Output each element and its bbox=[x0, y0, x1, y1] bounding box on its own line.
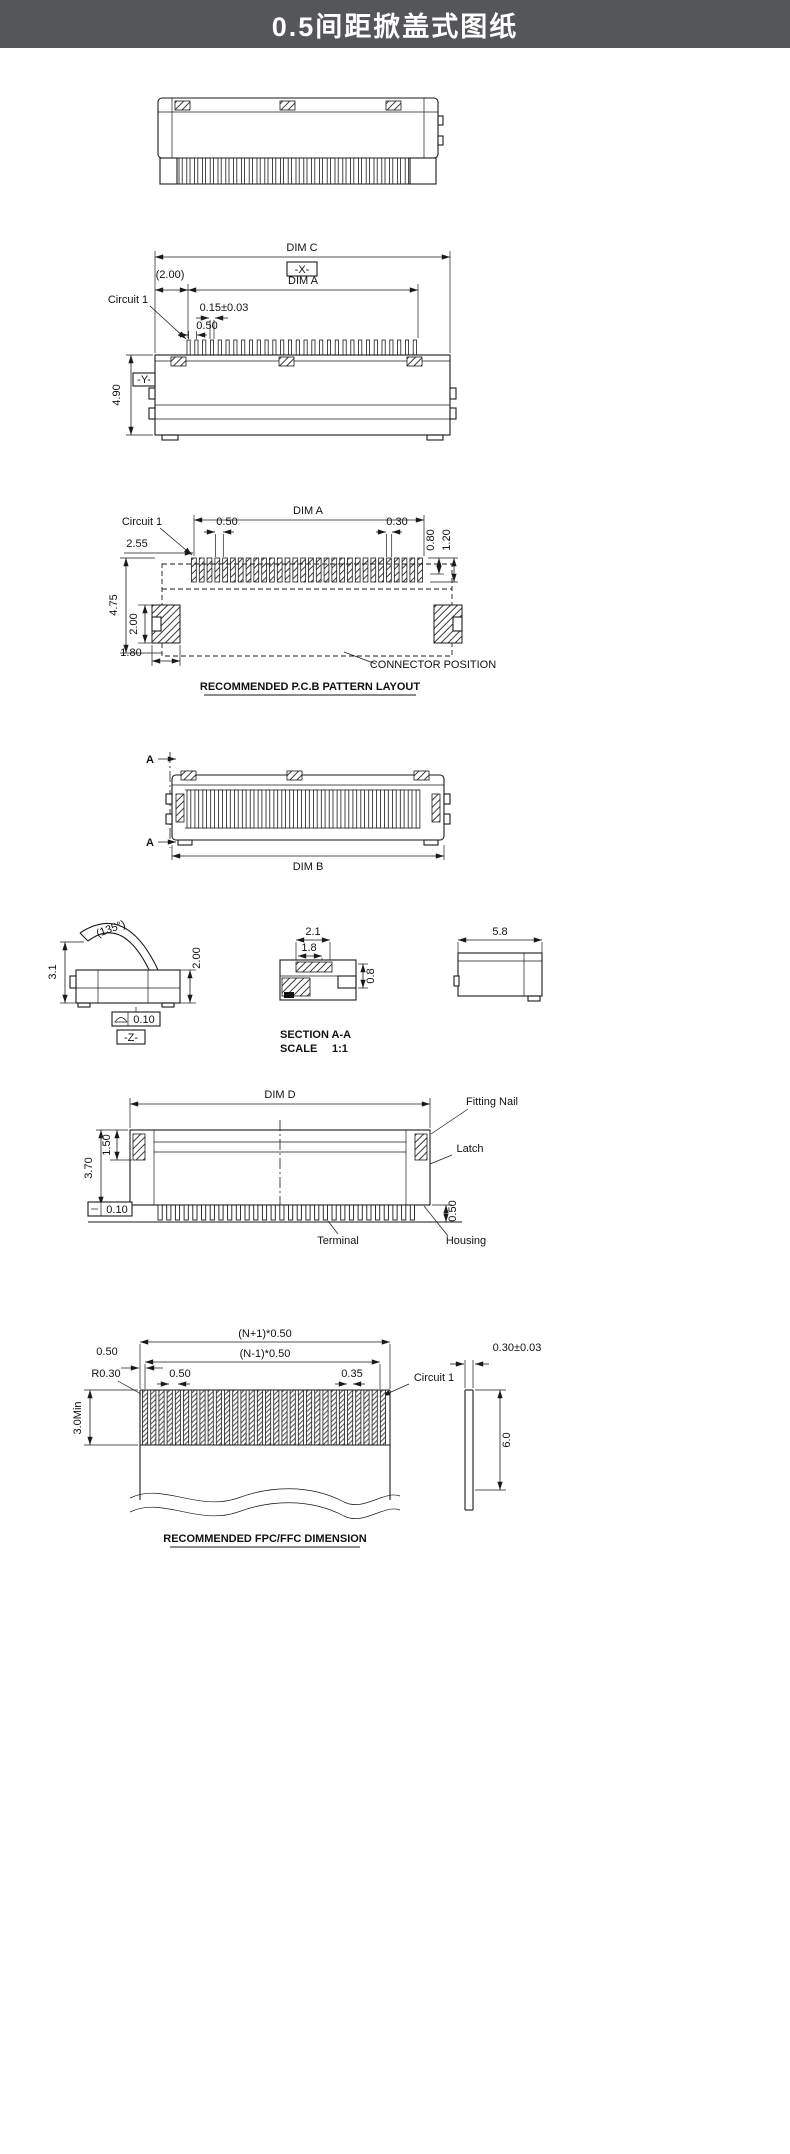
solder-tab-icon bbox=[385, 100, 402, 111]
flatness-label: 0.10 bbox=[133, 1014, 154, 1026]
pcb-caption: RECOMMENDED P.C.B PATTERN LAYOUT bbox=[200, 681, 421, 693]
housing-label: Housing bbox=[446, 1235, 486, 1247]
view-perspective bbox=[157, 97, 444, 185]
conductor-span-label: (N-1)*0.50 bbox=[240, 1348, 291, 1360]
solder-tab-icon bbox=[180, 770, 197, 781]
slot-inner-label: 1.8 bbox=[301, 942, 316, 954]
solder-tab-icon bbox=[170, 356, 187, 367]
terminal-label: Terminal bbox=[317, 1235, 359, 1247]
depth-label: 4.75 bbox=[108, 594, 120, 615]
height-label: 3.70 bbox=[83, 1157, 95, 1178]
title-bar: 0.5间距掀盖式图纸 bbox=[0, 0, 790, 48]
section-a-bottom-label: A bbox=[146, 837, 154, 849]
dim-c-label: DIM C bbox=[286, 242, 317, 254]
solder-tab-icon bbox=[278, 356, 295, 367]
dim-a-label: DIM A bbox=[293, 505, 324, 517]
flatness-symbol-icon bbox=[114, 1017, 128, 1023]
y-datum-label: -Y- bbox=[137, 374, 151, 386]
view-top-dimensioned: DIM C -X- DIM A (2.00) Circuit 1 0.15±0.… bbox=[108, 242, 457, 441]
view-fpc-dimension: (N+1)*0.50 (N-1)*0.50 0.50 R0.30 0.50 0.… bbox=[72, 1328, 542, 1548]
scale-value: 1:1 bbox=[332, 1043, 348, 1055]
fpc-pitch-label: 0.50 bbox=[169, 1368, 190, 1380]
terminal-row bbox=[157, 1204, 415, 1221]
circuit1-label: Circuit 1 bbox=[108, 294, 148, 306]
corner-radius-label: R0.30 bbox=[91, 1368, 120, 1380]
connector-outline bbox=[161, 563, 453, 657]
pad-back-label: 0.80 bbox=[425, 529, 437, 550]
x-datum-label: -X- bbox=[295, 264, 310, 276]
pad-row bbox=[191, 557, 423, 583]
technical-drawing: DIM C -X- DIM A (2.00) Circuit 1 0.15±0.… bbox=[47, 97, 543, 1548]
overall-width-label: (N+1)*0.50 bbox=[238, 1328, 292, 1340]
side-pad-width-label: 1.80 bbox=[120, 647, 141, 659]
open-height-label: 3.1 bbox=[47, 964, 59, 979]
stiffener-length-label: 6.0 bbox=[501, 1432, 513, 1447]
slot-height-label: 0.8 bbox=[365, 968, 377, 983]
end-detail bbox=[175, 793, 185, 823]
solder-tab-icon bbox=[413, 770, 430, 781]
body-depth-label: 5.8 bbox=[492, 926, 507, 938]
coplanarity-label: 0.10 bbox=[106, 1204, 127, 1216]
section-a-top-label: A bbox=[146, 754, 154, 766]
pitch-label: 0.50 bbox=[196, 320, 217, 332]
z-datum-label: -Z- bbox=[124, 1032, 138, 1044]
solder-tab-icon bbox=[406, 356, 423, 367]
edge-margin-label: 0.50 bbox=[96, 1346, 117, 1358]
view-pcb-layout: DIM A Circuit 1 0.50 0.30 0.80 1.20 2.55 bbox=[108, 505, 496, 696]
connector-position-label: CONNECTOR POSITION bbox=[370, 659, 496, 671]
pin-row bbox=[186, 789, 421, 829]
view-top-section: A A DIM B bbox=[146, 752, 451, 873]
section-title-label: SECTION A-A bbox=[280, 1029, 351, 1041]
exposed-length-label: 3.0Min bbox=[72, 1401, 84, 1434]
height-label: 4.90 bbox=[111, 384, 123, 405]
solder-tab-icon bbox=[286, 770, 303, 781]
break-line bbox=[129, 1488, 401, 1505]
page-title: 0.5间距掀盖式图纸 bbox=[271, 11, 519, 42]
cover-label: 1.50 bbox=[101, 1134, 113, 1155]
circuit1-label: Circuit 1 bbox=[414, 1372, 454, 1384]
closed-height-label: 2.00 bbox=[191, 947, 203, 968]
pitch-label: 0.50 bbox=[216, 516, 237, 528]
conductor-row bbox=[142, 1389, 386, 1446]
view-cross-section: DIM D Fitting Nail Latch 3.70 1.50 0.50 bbox=[83, 1089, 518, 1247]
lead-label: 0.50 bbox=[447, 1200, 459, 1221]
thickness-label: 0.30±0.03 bbox=[493, 1342, 542, 1354]
dim-a-label: DIM A bbox=[288, 275, 319, 287]
pin-row bbox=[178, 157, 409, 185]
pin-row bbox=[186, 339, 417, 356]
fitting-nail-label: Fitting Nail bbox=[466, 1096, 518, 1108]
dim-d-label: DIM D bbox=[264, 1089, 295, 1101]
fpc-caption: RECOMMENDED FPC/FFC DIMENSION bbox=[163, 1533, 367, 1545]
pad-length-label: 1.20 bbox=[441, 529, 453, 550]
slot-width-label: 2.1 bbox=[305, 926, 320, 938]
solder-tab-icon bbox=[279, 100, 296, 111]
edge-offset-label: (2.00) bbox=[156, 269, 185, 281]
side-pad-height-label: 2.00 bbox=[128, 613, 140, 634]
end-detail bbox=[431, 793, 441, 823]
terminal-contact bbox=[284, 992, 294, 998]
dim-b-label: DIM B bbox=[293, 861, 324, 873]
solder-tab-icon bbox=[174, 100, 191, 111]
latch-label: Latch bbox=[457, 1143, 484, 1155]
pad-width-label: 0.30 bbox=[386, 516, 407, 528]
conductor-width-label: 0.35 bbox=[341, 1368, 362, 1380]
circuit1-label: Circuit 1 bbox=[122, 516, 162, 528]
break-line bbox=[129, 1502, 401, 1519]
view-side-and-section: (135°) 3.1 2.00 0.10 -Z- 2.1 1 bbox=[47, 918, 543, 1055]
pin-width-label: 0.15±0.03 bbox=[200, 302, 249, 314]
scale-label: SCALE bbox=[280, 1043, 317, 1055]
edge-to-pad-label: 2.55 bbox=[126, 538, 147, 550]
